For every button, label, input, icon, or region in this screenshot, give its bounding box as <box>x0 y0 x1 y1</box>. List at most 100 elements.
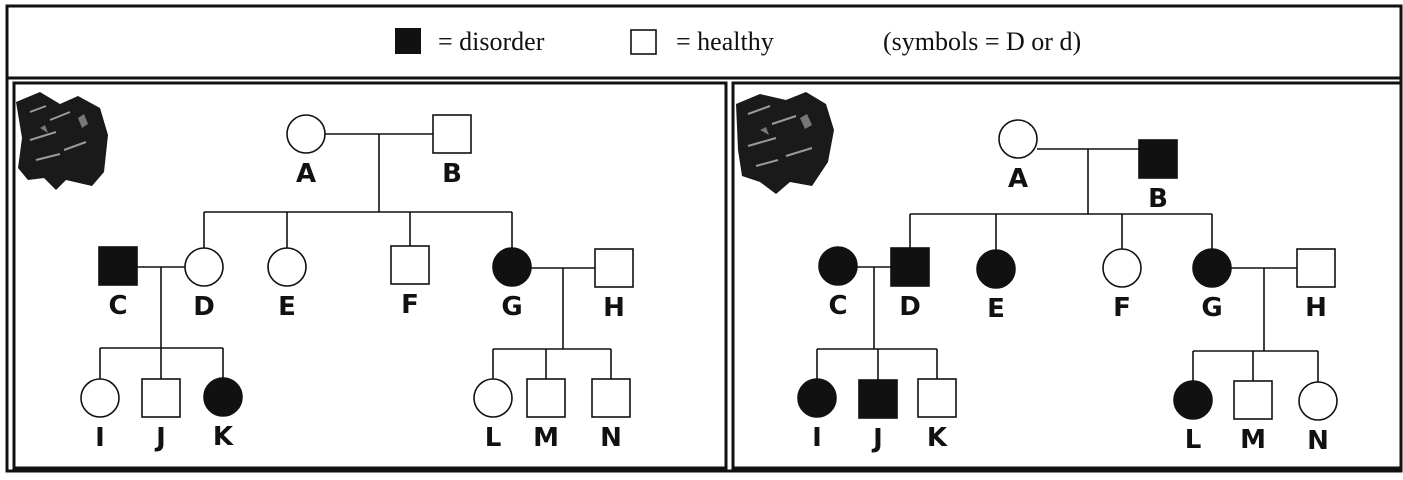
pedigree-1-individual-D: D <box>184 247 224 322</box>
individual-label: B <box>1148 184 1168 214</box>
healthy-male-square-icon <box>1296 248 1336 288</box>
individual-label: H <box>603 293 625 323</box>
pedigree-1-individual-I: I <box>80 378 120 453</box>
healthy-male-square-icon <box>1233 380 1273 420</box>
pedigree-2: A B C D E F G H I J K L M N <box>797 119 1338 456</box>
individual-label: K <box>213 422 234 452</box>
affected-female-circle-icon <box>976 249 1016 289</box>
pedigree-2-individual-F: F <box>1102 248 1142 323</box>
healthy-male-square-icon <box>432 114 472 154</box>
healthy-female-circle-icon <box>184 247 224 287</box>
healthy-female-circle-icon <box>286 114 326 154</box>
affected-male-square-icon <box>98 246 138 286</box>
pedigree-2-individual-K: K <box>917 378 957 453</box>
individual-label: L <box>485 423 502 453</box>
individual-label: N <box>600 423 622 453</box>
stamp-2-icon <box>736 92 834 194</box>
individual-label: A <box>1008 164 1028 194</box>
individual-label: I <box>95 423 105 453</box>
legend-healthy-icon <box>630 29 657 55</box>
individual-label: N <box>1307 426 1329 456</box>
affected-female-circle-icon <box>203 377 243 417</box>
pedigree-1-individuals: A B C D E F G H I J K L M N <box>80 114 634 453</box>
pedigree-1-individual-K: K <box>203 377 243 452</box>
pedigree-1-individual-M: M <box>526 378 566 453</box>
pedigree-2-individual-H: H <box>1296 248 1336 323</box>
affected-female-circle-icon <box>1173 380 1213 420</box>
healthy-female-circle-icon <box>1102 248 1142 288</box>
pedigree-1-individual-G: G <box>492 247 532 322</box>
pedigree-1-individual-N: N <box>591 378 631 453</box>
healthy-male-square-icon <box>526 378 566 418</box>
pedigree-1: A B C D E F G H I J K L M N <box>80 114 634 453</box>
legend: = disorder = healthy (symbols = D or d) <box>395 27 1081 56</box>
panel-1-frame <box>12 81 728 470</box>
legend-healthy-label: = healthy <box>676 27 774 56</box>
legend-disorder-label: = disorder <box>438 27 545 56</box>
individual-label: F <box>1113 293 1131 323</box>
pedigree-2-individual-E: E <box>976 249 1016 324</box>
affected-female-circle-icon <box>1192 248 1232 288</box>
healthy-female-circle-icon <box>998 119 1038 159</box>
affected-male-square-icon <box>890 247 930 287</box>
affected-female-circle-icon <box>818 246 858 286</box>
individual-label: L <box>1185 425 1202 455</box>
healthy-female-circle-icon <box>267 247 307 287</box>
individual-label: E <box>987 294 1005 324</box>
individual-label: A <box>296 159 316 189</box>
pedigree-1-individual-J: J <box>141 378 181 453</box>
individual-label: G <box>501 292 522 322</box>
pedigree-1-individual-F: F <box>390 245 430 320</box>
affected-male-square-icon <box>1138 139 1178 179</box>
pedigree-2-individual-M: M <box>1233 380 1273 455</box>
pedigree-1-individual-B: B <box>432 114 472 189</box>
pedigree-1-individual-E: E <box>267 247 307 322</box>
pedigree-2-individual-D: D <box>890 247 930 322</box>
pedigree-2-individual-I: I <box>797 378 837 453</box>
pedigree-2-individual-C: C <box>818 246 858 321</box>
pedigree-1-individual-A: A <box>286 114 326 189</box>
pedigree-2-individuals: A B C D E F G H I J K L M N <box>797 119 1338 456</box>
individual-label: C <box>108 291 127 321</box>
stamp-1-icon <box>16 92 108 190</box>
healthy-male-square-icon <box>591 378 631 418</box>
healthy-female-circle-icon <box>473 378 513 418</box>
individual-label: B <box>442 159 462 189</box>
healthy-female-circle-icon <box>80 378 120 418</box>
pedigree-2-individual-A: A <box>998 119 1038 194</box>
individual-label: I <box>812 423 822 453</box>
frames <box>5 4 1403 473</box>
pedigree-2-individual-J: J <box>858 379 898 454</box>
individual-label: D <box>899 292 921 322</box>
legend-disorder-icon <box>395 28 421 54</box>
healthy-male-square-icon <box>917 378 957 418</box>
affected-female-circle-icon <box>492 247 532 287</box>
individual-label: K <box>927 423 948 453</box>
healthy-male-square-icon <box>390 245 430 285</box>
individual-label: G <box>1201 293 1222 323</box>
pedigree-1-individual-H: H <box>594 248 634 323</box>
healthy-female-circle-icon <box>1298 381 1338 421</box>
pedigree-2-individual-L: L <box>1173 380 1213 455</box>
pedigree-2-individual-B: B <box>1138 139 1178 214</box>
individual-label: H <box>1305 293 1327 323</box>
healthy-male-square-icon <box>141 378 181 418</box>
healthy-male-square-icon <box>594 248 634 288</box>
pedigree-2-individual-N: N <box>1298 381 1338 456</box>
pedigree-1-individual-L: L <box>473 378 513 453</box>
pedigree-1-individual-C: C <box>98 246 138 321</box>
individual-label: M <box>1240 425 1266 455</box>
affected-male-square-icon <box>858 379 898 419</box>
affected-female-circle-icon <box>797 378 837 418</box>
pedigree-2-individual-G: G <box>1192 248 1232 323</box>
legend-note: (symbols = D or d) <box>883 27 1081 56</box>
individual-label: C <box>828 291 847 321</box>
panel-2-frame <box>731 81 1403 470</box>
individual-label: J <box>871 424 883 454</box>
pedigree-2-lines <box>816 148 1319 382</box>
individual-label: M <box>533 423 559 453</box>
individual-label: E <box>278 292 296 322</box>
individual-label: J <box>154 423 166 453</box>
individual-label: F <box>401 290 419 320</box>
